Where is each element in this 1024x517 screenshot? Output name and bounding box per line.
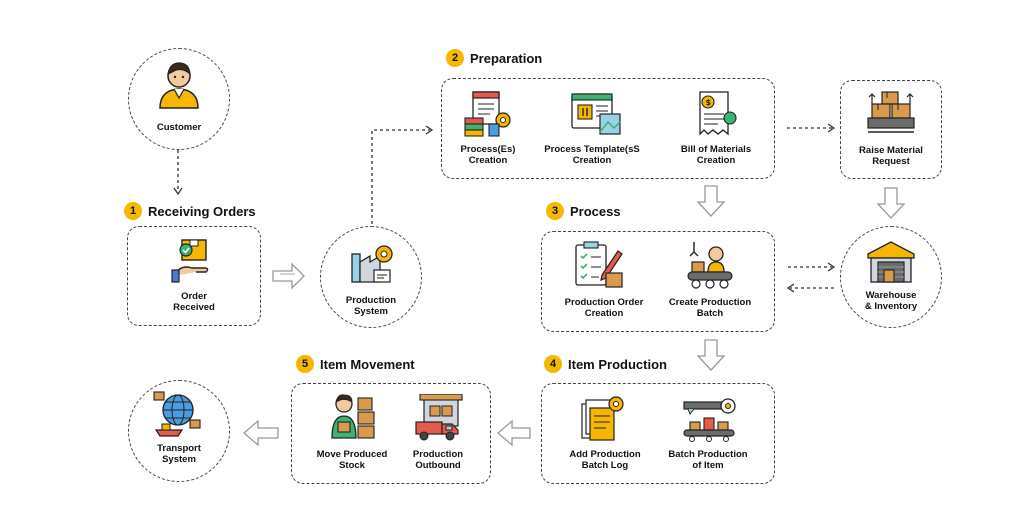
production-system-label: Production System: [345, 295, 397, 317]
receiving-title: Receiving Orders: [148, 203, 256, 219]
batch-production-icon: [683, 398, 736, 442]
block-arrow-preparation-to-process: [696, 185, 726, 217]
process-box: [541, 231, 775, 332]
customer-node: [128, 48, 230, 150]
item-movement-title: Item Movement: [320, 356, 415, 372]
batch-production-label: Batch Production of Item: [668, 449, 748, 471]
transport-label: Transport System: [157, 443, 201, 465]
block-arrow-raise-to-warehouse: [876, 187, 906, 219]
preparation-title: Preparation: [470, 50, 543, 66]
production-system-node: [320, 226, 422, 328]
warehouse-node: [840, 226, 942, 328]
move-stock-icon: [331, 394, 375, 439]
material-boxes-icon: [867, 91, 915, 133]
preparation-box: [441, 78, 775, 179]
step-number-4: 4: [544, 355, 562, 373]
arrow-production-to-preparation: [371, 129, 430, 224]
process-template-label: Process Template(sS Creation: [544, 144, 640, 166]
process-creation-label: Process(Es) Creation: [460, 144, 516, 166]
order-received-icon: [171, 239, 209, 283]
customer-icon: [159, 62, 199, 109]
warehouse-label: Warehouse & Inventory: [864, 290, 918, 312]
item-production-box: [541, 383, 775, 484]
production-batch-icon: [687, 242, 733, 289]
item-production-heading: 4 Item Production: [544, 355, 667, 373]
production-order-label: Production Order Creation: [564, 297, 644, 319]
factory-icon: [351, 245, 393, 283]
preparation-heading: 2 Preparation: [446, 49, 542, 67]
transport-node: [128, 380, 230, 482]
raise-material-box: [840, 80, 942, 179]
warehouse-icon: [867, 241, 915, 283]
item-movement-box: [291, 383, 491, 484]
transport-globe-icon: [153, 391, 201, 437]
item-movement-heading: 5 Item Movement: [296, 355, 415, 373]
block-arrow-movement-to-transport: [243, 419, 279, 447]
production-batch-label: Create Production Batch: [668, 297, 752, 319]
block-arrow-production-to-movement: [497, 419, 531, 447]
order-received-label: Order Received: [173, 291, 215, 313]
process-template-icon: [571, 93, 621, 135]
step-number-2: 2: [446, 49, 464, 67]
bill-of-materials-label: Bill of Materials Creation: [680, 144, 752, 166]
bill-of-materials-icon: $: [699, 91, 737, 136]
raise-material-label: Raise Material Request: [859, 145, 923, 167]
block-arrow-process-to-production: [696, 339, 726, 371]
block-arrow-receiving-to-production: [272, 262, 305, 290]
process-heading: 3 Process: [546, 202, 621, 220]
customer-label: Customer: [156, 122, 202, 133]
item-production-title: Item Production: [568, 356, 667, 372]
process-title: Process: [570, 203, 621, 219]
outbound-label: Production Outbound: [412, 449, 464, 471]
process-creation-icon: [464, 91, 511, 137]
batch-log-icon: [581, 396, 624, 441]
receiving-heading: 1 Receiving Orders: [124, 202, 256, 220]
receiving-box: [127, 226, 261, 326]
step-number-1: 1: [124, 202, 142, 220]
svg-text:$: $: [706, 98, 712, 107]
production-order-icon: [575, 241, 623, 288]
move-stock-label: Move Produced Stock: [316, 449, 388, 471]
step-number-3: 3: [546, 202, 564, 220]
outbound-truck-icon: [415, 394, 463, 441]
batch-log-label: Add Production Batch Log: [569, 449, 641, 471]
step-number-5: 5: [296, 355, 314, 373]
